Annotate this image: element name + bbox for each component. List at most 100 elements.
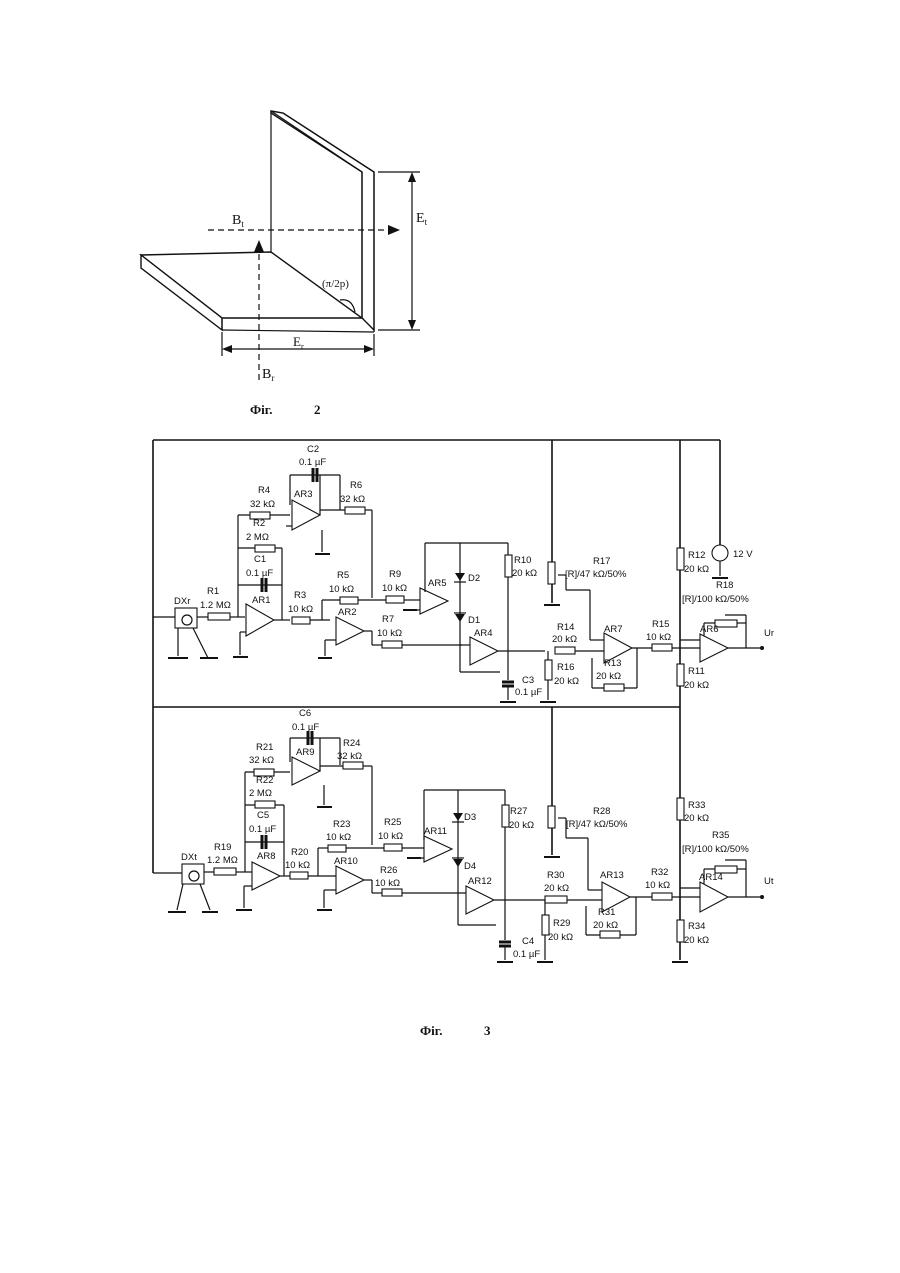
fig3-caption-prefix: Фіг. (420, 1023, 442, 1038)
resistor-r12 (677, 548, 684, 570)
svg-text:R24: R24 (343, 738, 360, 749)
svg-text:12 V: 12 V (733, 549, 753, 560)
svg-text:32 kΩ: 32 kΩ (249, 755, 274, 766)
opamp-ar5 (420, 588, 448, 614)
svg-text:20 kΩ: 20 kΩ (548, 932, 573, 943)
svg-text:20 kΩ: 20 kΩ (684, 935, 709, 946)
svg-text:20 kΩ: 20 kΩ (684, 813, 709, 824)
svg-text:Ur: Ur (764, 628, 774, 639)
svg-text:2 MΩ: 2 MΩ (249, 788, 272, 799)
svg-text:[R]/47 kΩ/50%: [R]/47 kΩ/50% (566, 819, 628, 830)
svg-text:C5: C5 (257, 810, 269, 821)
svg-text:AR6: AR6 (700, 624, 718, 635)
opamp-ar12 (466, 886, 494, 914)
svg-text:20 kΩ: 20 kΩ (512, 568, 537, 579)
figure-2: (π/2p) Bt Br Et Er Фіг. 2 (141, 111, 428, 417)
svg-text:0.1 µF: 0.1 µF (292, 722, 319, 733)
svg-text:20 kΩ: 20 kΩ (684, 564, 709, 575)
svg-text:AR14: AR14 (699, 872, 723, 883)
opamp-ar9 (292, 757, 320, 785)
svg-text:10 kΩ: 10 kΩ (326, 832, 351, 843)
resistor-r4 (250, 512, 270, 519)
svg-text:20 kΩ: 20 kΩ (509, 820, 534, 831)
angle-label: (π/2p) (322, 278, 349, 290)
svg-text:R27: R27 (510, 806, 527, 817)
svg-text:10 kΩ: 10 kΩ (288, 604, 313, 615)
svg-text:R30: R30 (547, 870, 564, 881)
svg-text:R26: R26 (380, 865, 397, 876)
opamp-ar3 (292, 500, 320, 530)
resistor-r2 (255, 545, 275, 552)
opamp-ar2 (336, 617, 364, 645)
svg-text:20 kΩ: 20 kΩ (552, 634, 577, 645)
potentiometer-r17 (548, 562, 555, 584)
svg-text:D3: D3 (464, 812, 476, 823)
svg-text:R33: R33 (688, 800, 705, 811)
resistor-r24 (343, 762, 363, 769)
svg-text:AR2: AR2 (338, 607, 356, 618)
svg-text:R14: R14 (557, 622, 574, 633)
resistor-r1 (208, 613, 230, 620)
resistor-r13 (604, 684, 624, 691)
resistor-r15 (652, 644, 672, 651)
svg-text:R12: R12 (688, 550, 705, 561)
resistor-r31 (600, 931, 620, 938)
svg-text:D2: D2 (468, 573, 480, 584)
svg-text:1.2 MΩ: 1.2 MΩ (207, 855, 238, 866)
svg-text:R2: R2 (253, 518, 265, 529)
svg-text:R15: R15 (652, 619, 669, 630)
resistor-r32 (652, 893, 672, 900)
svg-text:C3: C3 (522, 675, 534, 686)
resistor-r26 (382, 889, 402, 896)
svg-text:DXt: DXt (181, 852, 197, 863)
svg-text:AR8: AR8 (257, 851, 275, 862)
b-top-label: Bt (232, 213, 244, 229)
svg-text:2 MΩ: 2 MΩ (246, 532, 269, 543)
svg-text:10 kΩ: 10 kΩ (375, 878, 400, 889)
resistor-r19 (214, 868, 236, 875)
svg-text:R10: R10 (514, 555, 531, 566)
svg-text:20 kΩ: 20 kΩ (554, 676, 579, 687)
opamp-ar6 (700, 634, 728, 662)
opamp-ar11 (424, 836, 452, 862)
opamp-ar10 (336, 866, 364, 894)
svg-text:32 kΩ: 32 kΩ (340, 494, 365, 505)
resistor-r23 (328, 845, 346, 852)
svg-text:10 kΩ: 10 kΩ (382, 583, 407, 594)
e-top-label: Et (416, 211, 428, 227)
svg-text:20 kΩ: 20 kΩ (544, 883, 569, 894)
svg-text:AR9: AR9 (296, 747, 314, 758)
opamp-ar8 (252, 862, 280, 890)
svg-text:R3: R3 (294, 590, 306, 601)
svg-text:R32: R32 (651, 867, 668, 878)
opamp-ar4 (470, 637, 498, 665)
svg-text:0.1 µF: 0.1 µF (513, 949, 540, 960)
svg-text:R19: R19 (214, 842, 231, 853)
svg-text:C6: C6 (299, 708, 311, 719)
svg-text:R22: R22 (256, 775, 273, 786)
svg-text:R6: R6 (350, 480, 362, 491)
svg-text:0.1 µF: 0.1 µF (246, 568, 273, 579)
opamp-ar14 (700, 882, 728, 912)
svg-text:32 kΩ: 32 kΩ (337, 751, 362, 762)
svg-text:AR1: AR1 (252, 595, 270, 606)
resistor-r25 (384, 844, 402, 851)
svg-text:20 kΩ: 20 kΩ (593, 920, 618, 931)
fig3-caption-number: 3 (484, 1023, 491, 1038)
resistor-r16 (545, 660, 552, 680)
svg-text:R29: R29 (553, 918, 570, 929)
resistor-r11 (677, 664, 684, 686)
svg-text:R18: R18 (716, 580, 733, 591)
potentiometer-r28 (548, 806, 555, 828)
resistor-r27 (502, 805, 509, 827)
svg-text:R20: R20 (291, 847, 308, 858)
svg-text:C1: C1 (254, 554, 266, 565)
svg-text:[R]/100 kΩ/50%: [R]/100 kΩ/50% (682, 594, 749, 605)
resistor-r30 (545, 896, 567, 903)
svg-text:AR4: AR4 (474, 628, 492, 639)
svg-text:AR11: AR11 (424, 826, 447, 837)
voltage-source (712, 545, 728, 561)
resistor-r14 (555, 647, 575, 654)
svg-text:AR7: AR7 (604, 624, 622, 635)
